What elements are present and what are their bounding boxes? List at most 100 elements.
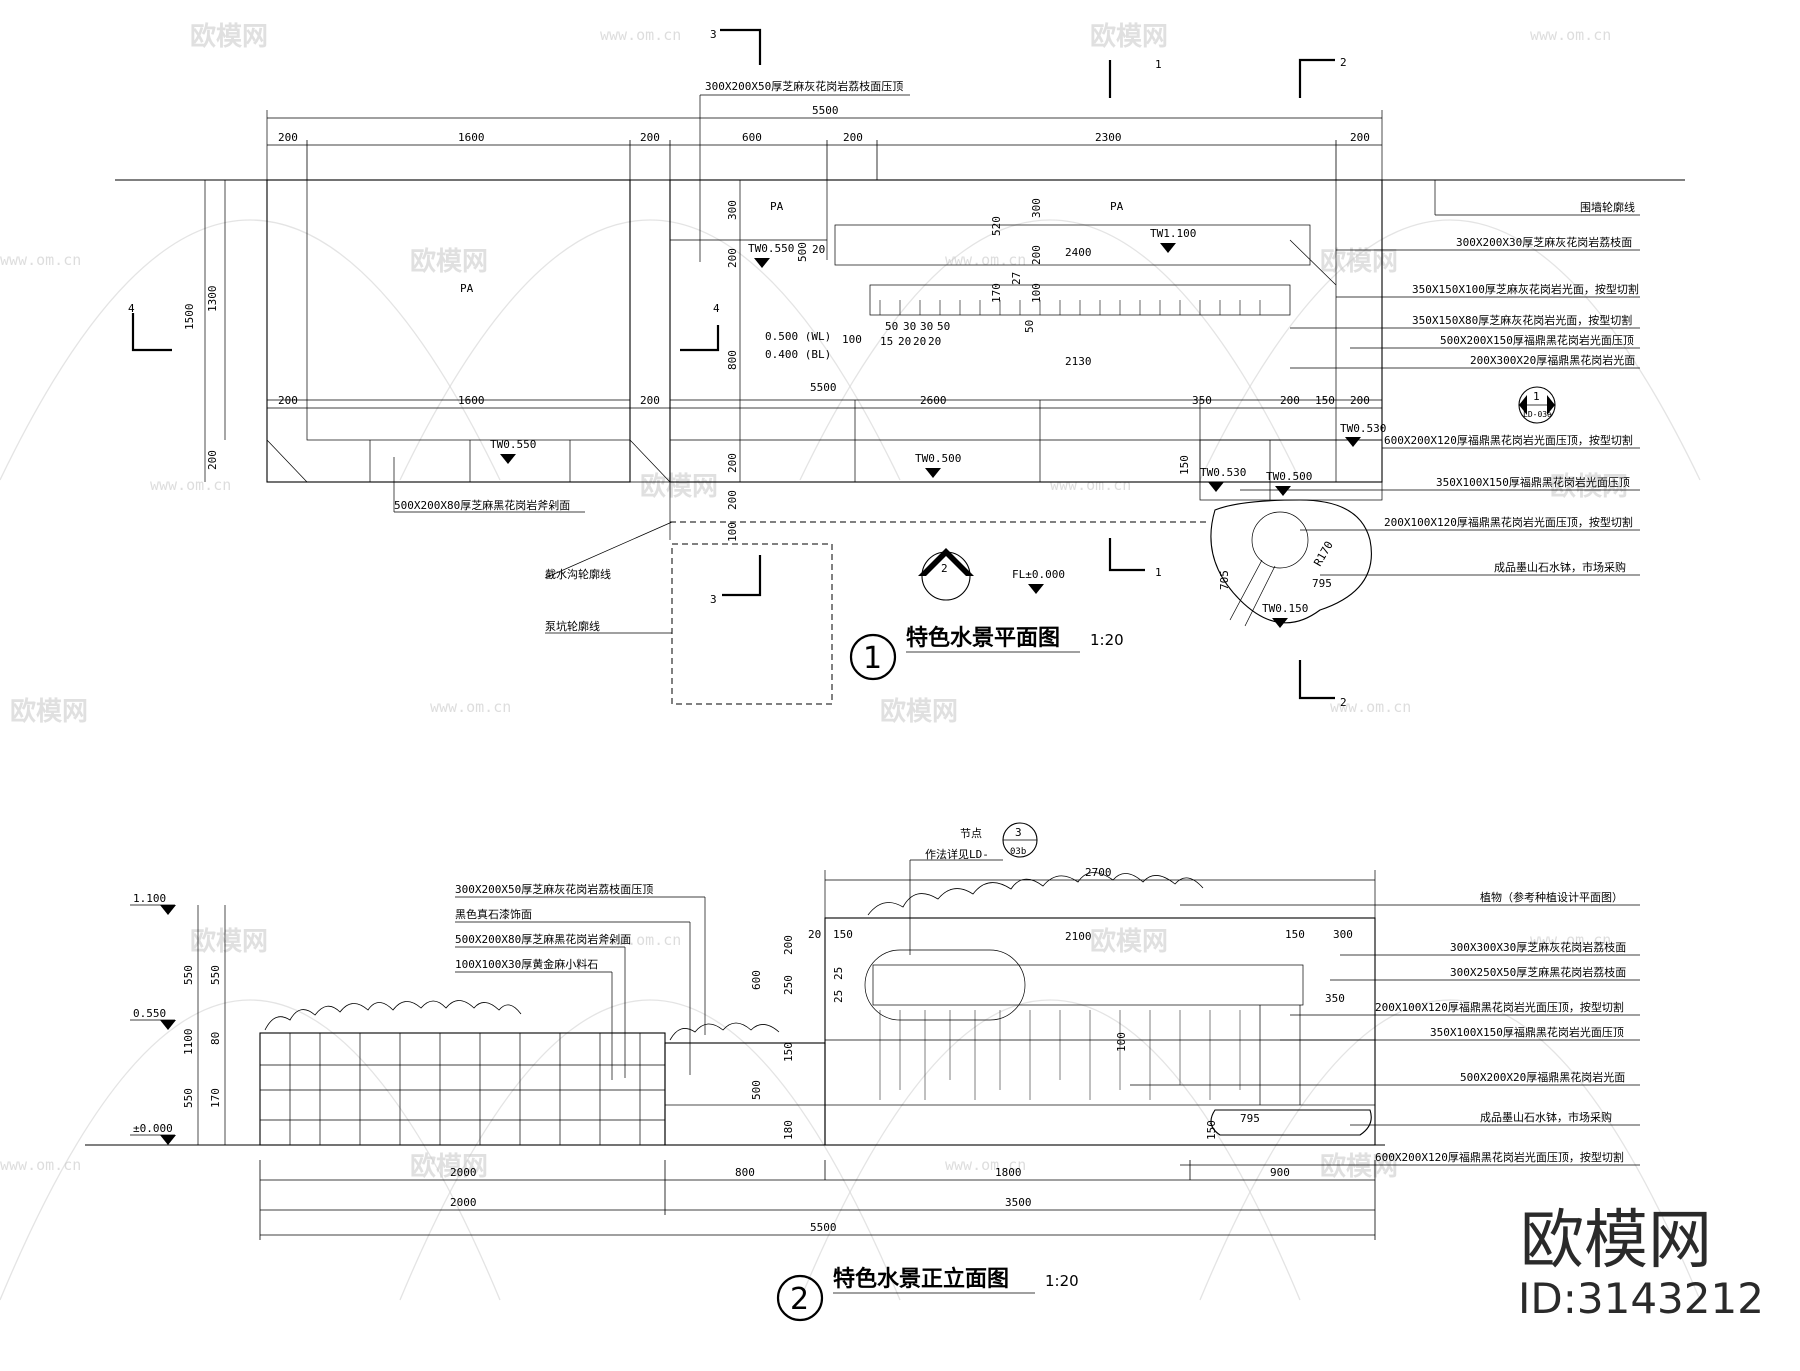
watermark-brand: 欧模网: [10, 696, 88, 727]
elev-title-number: 2: [790, 1282, 809, 1317]
elev-note-right: 600X200X120厚福鼎黑花岗岩光面压顶，按型切割: [1375, 1150, 1624, 1164]
plan-small-dims: 15 20 20 20 50 30 30 50: [880, 320, 950, 348]
elev-bottom-dim: 2000: [450, 1166, 477, 1179]
watermark-brand: 欧模网: [1320, 246, 1398, 277]
plan-inner-dim: 200: [726, 453, 739, 473]
plan-inner-dim: 800: [726, 350, 739, 370]
plan-note-right: 600X200X120厚福鼎黑花岗岩光面压顶，按型切割: [1384, 433, 1633, 447]
plan-inner-dim: 500: [796, 242, 809, 262]
plan-note-top: 300X200X50厚芝麻灰花岗岩荔枝面压顶: [705, 79, 903, 93]
watermark-layer: 欧模网 欧模网 www.om.cn www.om.cn 欧模网 欧模网 www.…: [0, 21, 1701, 1301]
plan-small-dim: 30: [920, 320, 933, 333]
plan-inner-dim: 795: [1312, 577, 1332, 590]
plan-note-left: 泵坑轮廓线: [545, 619, 600, 633]
plan-note-right: 350X150X100厚芝麻灰花岗岩光面，按型切割: [1412, 282, 1639, 296]
elev-level: ±0.000: [133, 1122, 173, 1135]
plan-inner-dim: 200: [726, 248, 739, 268]
plan-bottom-dim: 150: [1315, 394, 1335, 407]
elev-left-dim: 550: [182, 1088, 195, 1108]
plan-small-dim: 50: [937, 320, 950, 333]
watermark-url: www.om.cn: [430, 698, 511, 716]
watermark-brand: 欧模网: [1090, 21, 1168, 52]
elev-inner-dim: 2100: [1065, 930, 1092, 943]
plan-top-dim: 200: [278, 131, 298, 144]
elev-note-left: 300X200X50厚芝麻灰花岗岩荔枝面压顶: [455, 882, 653, 896]
elev-note-left: 100X100X30厚黄金麻小料石: [455, 957, 598, 971]
elev-note-right: 300X250X50厚芝麻黑花岗岩荔枝面: [1450, 965, 1626, 979]
footer-brand-name: 欧模网: [1520, 1204, 1712, 1278]
plan-inner-dim: R170: [1311, 539, 1336, 568]
plan-inner-dim: 705: [1218, 570, 1231, 590]
plan-inner-dim: 100: [842, 333, 862, 346]
plan-pa-label: PA: [770, 200, 784, 213]
elev-note-right: 200X100X120厚福鼎黑花岗岩光面压顶，按型切割: [1375, 1000, 1624, 1014]
watermark-url: www.om.cn: [600, 931, 681, 949]
plan-small-dim: 20: [898, 335, 911, 348]
elev-inner-dim: 100: [1115, 1032, 1128, 1052]
plan-inner-dim: 27: [1010, 272, 1023, 285]
elev-left-dim: 80: [209, 1032, 222, 1045]
plan-small-dim: 20: [928, 335, 941, 348]
elev-inner-dim: 350: [1325, 992, 1345, 1005]
watermark-url: www.om.cn: [945, 1156, 1026, 1174]
plan-inner-dim: 100: [1030, 283, 1043, 303]
plan-note-right: 350X100X150厚福鼎黑花岗岩光面压顶: [1436, 475, 1630, 489]
elev-left-notes: 300X200X50厚芝麻灰花岗岩荔枝面压顶 黑色真石漆饰面 500X200X8…: [455, 882, 706, 1080]
section-mark: 1: [1155, 58, 1162, 71]
elev-inner-dim: 20: [808, 928, 821, 941]
plan-left-dim: 1500: [183, 304, 196, 331]
elev-note-left: 500X200X80厚芝麻黑花岗岩斧剁面: [455, 932, 631, 946]
watermark-url: www.om.cn: [1050, 476, 1131, 494]
node-ref-num: 3: [1015, 826, 1022, 839]
section-mark: 4: [128, 302, 135, 315]
plan-inner-dim: 200: [726, 490, 739, 510]
watermark-brand: 欧模网: [410, 1151, 488, 1182]
level-label: TW0.500: [1266, 470, 1312, 483]
watermark-url: www.om.cn: [1530, 26, 1611, 44]
plan-inner-dim: 100: [726, 522, 739, 542]
plan-top-dim: 1600: [458, 131, 485, 144]
elev-inner-dim: 600: [750, 970, 763, 990]
level-label: FL±0.000: [1012, 568, 1065, 581]
plan-inner-dim: 200: [1030, 245, 1043, 265]
plan-top-dim: 200: [640, 131, 660, 144]
watermark-brand: 欧模网: [190, 926, 268, 957]
elev-note-right: 500X200X20厚福鼎黑花岗岩光面: [1460, 1070, 1625, 1084]
footer-brand: 欧模网 ID:3143212: [1518, 1204, 1764, 1323]
level-label: TW1.100: [1150, 227, 1196, 240]
plan-small-dim: 50: [885, 320, 898, 333]
watermark-brand: 欧模网: [1090, 926, 1168, 957]
elev-left-dim: 550: [209, 965, 222, 985]
elev-scale: 1:20: [1045, 1272, 1079, 1290]
plan-left-dim: 1300: [206, 286, 219, 313]
section-mark: 3: [710, 28, 717, 41]
elev-inner-dim: 200: [782, 935, 795, 955]
elev-bottom-dim: 800: [735, 1166, 755, 1179]
elev-top-dim: 2700: [1085, 866, 1112, 879]
elev-inner-dim: 25: [832, 967, 845, 980]
plan-title-number: 1: [863, 641, 882, 676]
elev-note-right: 植物（参考种植设计平面图）: [1480, 890, 1623, 904]
plan-inner-dim: 5500: [810, 381, 837, 394]
node-label: 节点: [960, 827, 982, 840]
view-marker-num: 2: [941, 562, 948, 575]
watermark-brand: 欧模网: [1320, 1151, 1398, 1182]
footer-id: ID:3143212: [1518, 1274, 1764, 1323]
plan-top-dim: 2300: [1095, 131, 1122, 144]
plan-top-dim: 200: [1350, 131, 1370, 144]
elev-note-left: 黑色真石漆饰面: [455, 907, 532, 921]
plan-scale: 1:20: [1090, 631, 1124, 649]
watermark-url: www.om.cn: [0, 251, 81, 269]
plan-inner-dim: 50: [1023, 320, 1036, 333]
plan-bottom-dim: 1600: [458, 394, 485, 407]
node-note: 作法详见LD-: [925, 847, 989, 861]
elev-inner-dim: 150: [1205, 1120, 1218, 1140]
elev-left-dim: 170: [209, 1088, 222, 1108]
watermark-brand: 欧模网: [1550, 471, 1628, 502]
elev-inner-dim: 25: [832, 990, 845, 1003]
elev-inner-dim: 150: [1285, 928, 1305, 941]
watermark-brand: 欧模网: [880, 696, 958, 727]
plan-small-dim: 15: [880, 335, 893, 348]
elev-note-right: 300X300X30厚芝麻灰花岗岩荔枝面: [1450, 940, 1626, 954]
plan-inner-dim: 2130: [1065, 355, 1092, 368]
